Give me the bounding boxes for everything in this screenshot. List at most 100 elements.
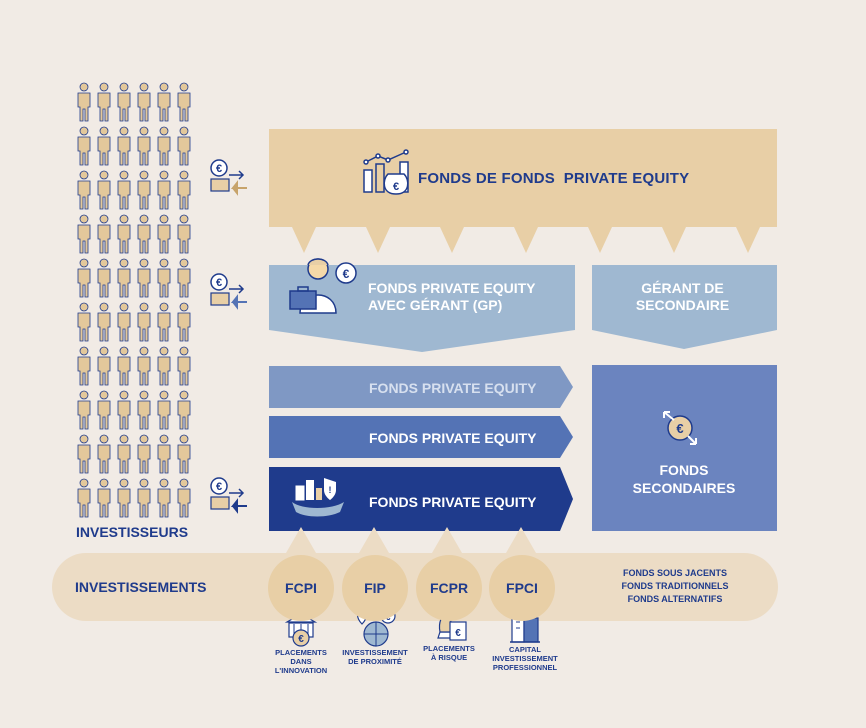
vehicle-caption-fpci: CAPITAL INVESTISSEMENT PROFESSIONNEL: [487, 645, 563, 672]
list-item: FONDS ALTERNATIFS: [627, 594, 723, 604]
fund-of-funds-banner: [269, 129, 777, 253]
euro-exchange-icon: €: [210, 273, 247, 310]
person-icon: [137, 82, 151, 122]
svg-text:€: €: [216, 481, 222, 493]
list-item: FONDS SOUS JACENTS: [622, 568, 727, 578]
person-icon: [77, 170, 91, 210]
person-icon: [157, 302, 171, 342]
svg-text:€: €: [298, 634, 304, 645]
person-icon: [177, 258, 191, 298]
vehicle-fcpr: FCPR: [416, 555, 482, 621]
vehicle-code: FCPI: [285, 580, 317, 596]
caption-line: INVESTISSEMENT: [342, 648, 408, 657]
pe-fund-label-1: FONDS PRIVATE EQUITY: [369, 380, 537, 396]
fund-of-funds-title: FONDS DE FONDS PRIVATE EQUITY: [418, 170, 690, 187]
person-icon: [77, 82, 91, 122]
person-icon: [117, 302, 131, 342]
secondary-funds-title: FONDS SECONDAIRES: [596, 461, 772, 497]
svg-text:€: €: [216, 163, 222, 175]
person-icon: [97, 214, 111, 254]
person-icon: [77, 346, 91, 386]
person-icon: [137, 434, 151, 474]
caption-line: INVESTISSEMENT: [492, 654, 558, 663]
vehicle-code: FPCI: [506, 580, 538, 596]
secondary-manager-title: GÉRANT DE SECONDAIRE: [600, 280, 765, 314]
investors-label: INVESTISSEURS: [76, 524, 189, 540]
list-item: FONDS TRADITIONNELS: [621, 581, 729, 591]
person-icon: [137, 346, 151, 386]
secondary-funds-line1: FONDS: [659, 462, 709, 478]
person-icon: [157, 434, 171, 474]
person-icon: [97, 82, 111, 122]
caption-line: PLACEMENTS: [275, 648, 327, 657]
person-icon: [137, 170, 151, 210]
person-icon: [157, 170, 171, 210]
euro-exchange-icon: €: [210, 477, 247, 514]
person-icon: [157, 390, 171, 430]
person-icon: [177, 390, 191, 430]
person-icon: [177, 170, 191, 210]
person-icon: [157, 258, 171, 298]
investments-band: [52, 553, 778, 621]
person-icon: [137, 390, 151, 430]
pe-fund-label-2: FONDS PRIVATE EQUITY: [369, 430, 537, 446]
person-icon: [77, 434, 91, 474]
person-icon: [97, 390, 111, 430]
person-icon: [117, 170, 131, 210]
person-icon: [97, 346, 111, 386]
person-icon: [97, 126, 111, 166]
person-icon: [77, 126, 91, 166]
vehicle-code: FIP: [364, 580, 386, 596]
person-icon: [77, 302, 91, 342]
person-icon: [137, 214, 151, 254]
person-icon: [77, 258, 91, 298]
investments-label: INVESTISSEMENTS: [75, 579, 207, 595]
svg-text:€: €: [676, 421, 683, 436]
person-icon: [177, 302, 191, 342]
person-icon: [137, 126, 151, 166]
person-icon: [117, 478, 131, 518]
person-icon: [177, 82, 191, 122]
svg-text:€: €: [455, 628, 461, 639]
person-icon: [177, 434, 191, 474]
person-icon: [97, 170, 111, 210]
underlying-funds-list: FONDS SOUS JACENTS FONDS TRADITIONNELS F…: [600, 567, 750, 606]
person-icon: [117, 390, 131, 430]
caption-line: PLACEMENTS: [423, 644, 475, 653]
person-icon: [97, 302, 111, 342]
person-icon: [77, 478, 91, 518]
person-icon: [117, 126, 131, 166]
person-icon: [97, 434, 111, 474]
chart-money-bag-icon: €: [363, 149, 409, 195]
person-icon: [157, 126, 171, 166]
person-icon: [157, 214, 171, 254]
vehicle-fpci: FPCI: [489, 555, 555, 621]
vehicle-fcpi: FCPI: [268, 555, 334, 621]
svg-text:€: €: [343, 267, 350, 281]
person-icon: [177, 478, 191, 518]
person-icon: [117, 258, 131, 298]
caption-line: CAPITAL: [509, 645, 541, 654]
person-icon: [157, 82, 171, 122]
vehicle-caption-fip: INVESTISSEMENT DE PROXIMITÉ: [340, 648, 410, 666]
secondary-manager-line1: GÉRANT DE: [641, 280, 724, 296]
euro-exchange-icon: €: [663, 411, 697, 445]
pe-fund-arrow-3: [269, 467, 573, 531]
caption-line: DE PROXIMITÉ: [348, 657, 402, 666]
person-icon: [137, 302, 151, 342]
secondary-funds-box: [592, 365, 777, 531]
investors-crowd: [76, 82, 196, 522]
person-icon: [177, 346, 191, 386]
gp-fund-title-line2: AVEC GÉRANT (GP): [368, 297, 503, 313]
gp-fund-shape: [269, 265, 575, 352]
secondary-funds-line2: SECONDAIRES: [632, 480, 736, 496]
svg-text:!: !: [329, 485, 332, 495]
pe-fund-arrow-1: [269, 366, 573, 408]
person-icon: [157, 478, 171, 518]
gp-fund-title-line1: FONDS PRIVATE EQUITY: [368, 280, 536, 296]
person-icon: [137, 478, 151, 518]
person-icon: [97, 478, 111, 518]
person-icon: [157, 346, 171, 386]
person-icon: [117, 346, 131, 386]
person-icon: [97, 258, 111, 298]
